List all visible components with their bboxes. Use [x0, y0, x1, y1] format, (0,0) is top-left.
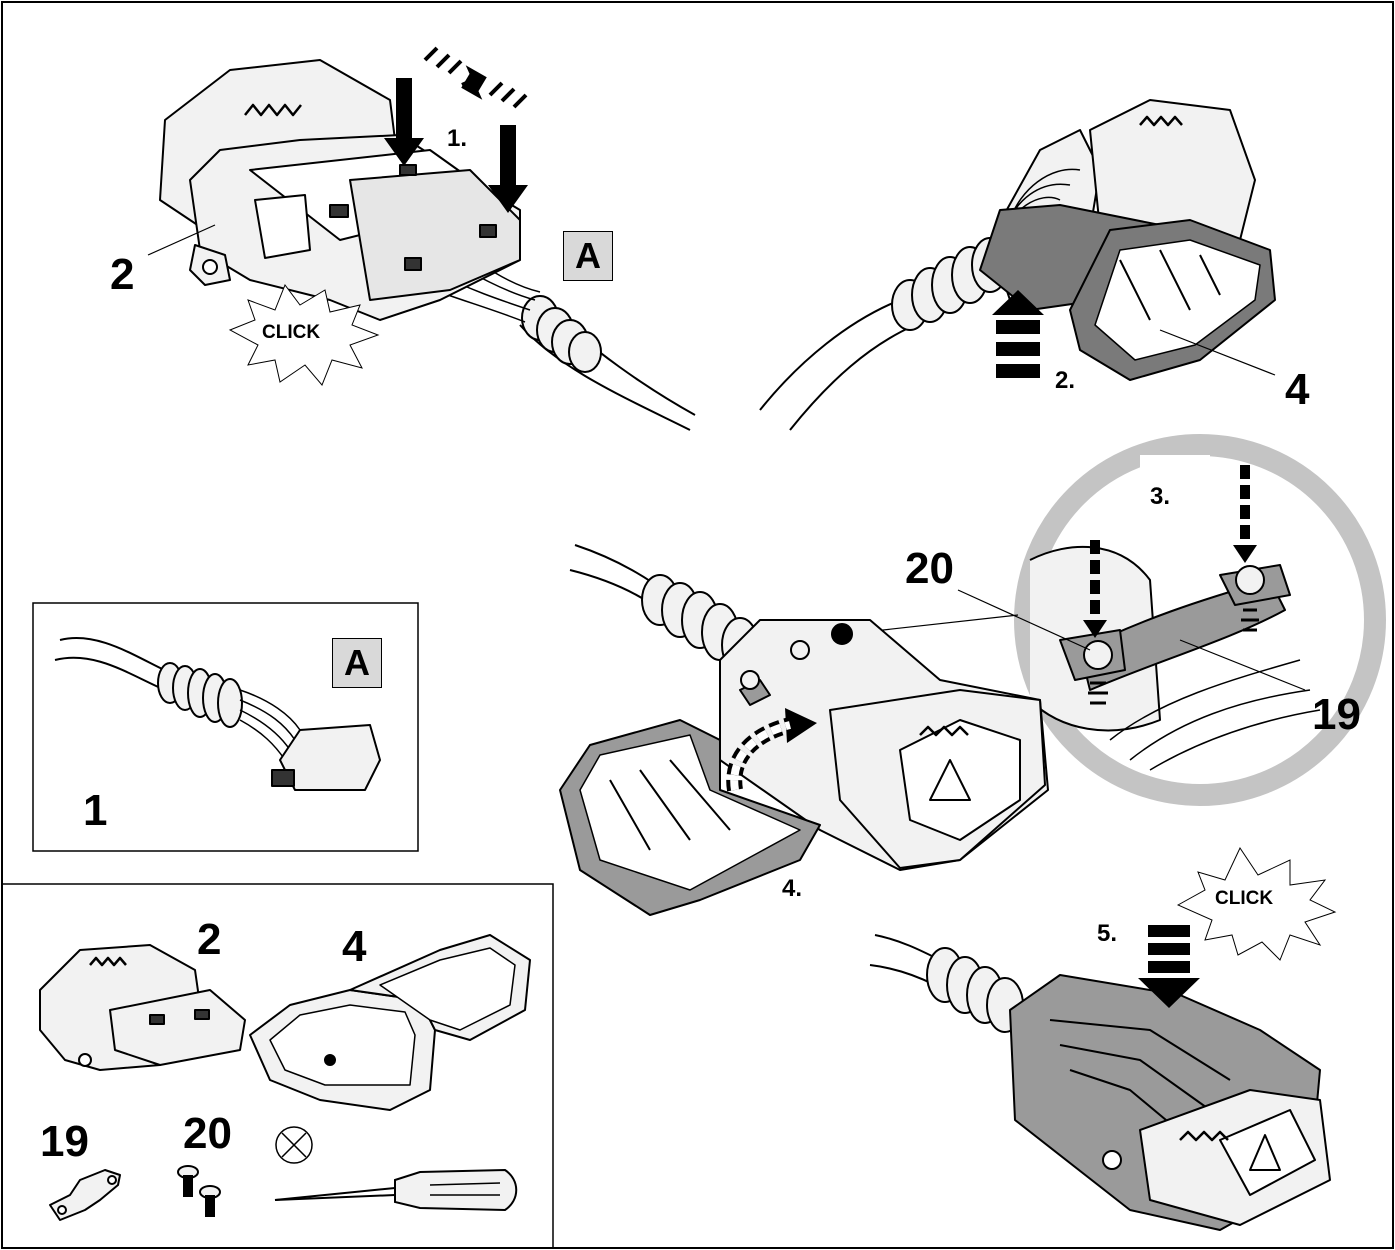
part-label-19-detail: 19 — [1312, 690, 1361, 739]
part-label-4-parts: 4 — [342, 922, 367, 971]
part-label-2-parts: 2 — [197, 915, 222, 964]
step-label-4: 4. — [782, 875, 803, 902]
step-label-5: 5. — [1097, 920, 1118, 947]
step-label-2: 2. — [1055, 367, 1076, 394]
parts-screws-20 — [177, 1165, 221, 1217]
callout-letter-a-inset: A — [344, 642, 370, 683]
part-label-2-main: 2 — [110, 250, 135, 299]
step5-press-arrow — [1138, 925, 1200, 1008]
step-label-3: 3. — [1150, 483, 1171, 510]
step-label-1: 1. — [447, 125, 468, 152]
callout-letter-a-main: A — [575, 235, 601, 276]
step4-illustration — [559, 544, 1049, 916]
parts-clamp-19 — [49, 1169, 121, 1221]
callout-box-a-main: A — [563, 231, 613, 281]
inset-cable-illustration — [54, 637, 381, 791]
parts-housing-2 — [39, 944, 246, 1071]
parts-cover-4 — [249, 934, 531, 1111]
inset-box-cable — [32, 602, 419, 852]
part-label-20-parts: 20 — [183, 1109, 232, 1158]
part-label-4-main: 4 — [1285, 365, 1310, 414]
step4-rotate-arrow — [726, 708, 817, 792]
click-text-2: CLICK — [1215, 888, 1274, 909]
parts-box — [2, 883, 554, 1248]
part-label-20-detail: 20 — [905, 544, 954, 593]
step1-connector-illustration — [159, 59, 696, 431]
callout-box-a-inset: A — [332, 638, 382, 688]
part-label-19-parts: 19 — [40, 1117, 89, 1166]
screwdriver-crossed-icon — [274, 1126, 518, 1212]
step3-detail-view — [1014, 434, 1386, 806]
click-burst-1 — [228, 283, 380, 386]
step1-squeeze-arrows — [423, 46, 528, 109]
click-burst-2 — [1176, 846, 1337, 961]
step2-push-arrow — [992, 290, 1044, 378]
step1-press-arrows — [384, 78, 528, 213]
step5-illustration — [869, 934, 1331, 1231]
step2-illustration — [759, 99, 1276, 431]
part-label-1-inset: 1 — [83, 786, 108, 835]
click-text-1: CLICK — [262, 322, 321, 343]
